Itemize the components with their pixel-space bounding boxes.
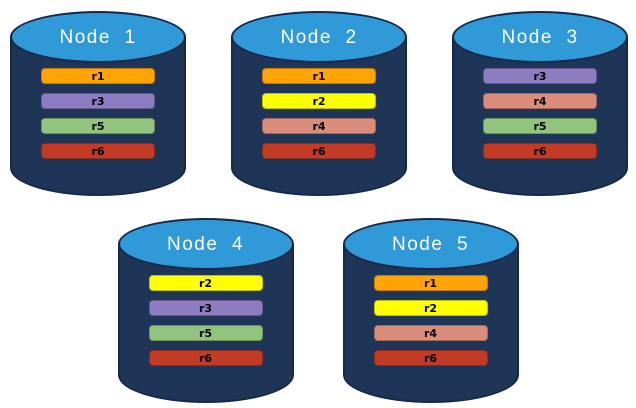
node-label: Node 4 <box>166 233 245 255</box>
replica-list: r3 r4 r5 r6 <box>452 68 628 159</box>
node-cylinder: Node 5 r1 r2 r4 r6 <box>342 218 519 403</box>
replica-label: r5 <box>533 119 547 133</box>
replica-label: r6 <box>91 144 105 158</box>
replica-list: r1 r3 r5 r6 <box>10 68 186 159</box>
cylinder-body <box>452 37 628 196</box>
replica-bar: r6 <box>262 143 376 159</box>
replica-bar: r2 <box>148 275 263 291</box>
node-cylinder: Node 3 r3 r4 r5 r6 <box>452 11 628 196</box>
node-label: Node 5 <box>391 233 470 255</box>
row-bottom: Node 4 r2 r3 r5 r6 Node 5 r1 r2 r <box>0 218 636 403</box>
replica-label: r5 <box>91 119 105 133</box>
replica-bar: r2 <box>262 93 376 109</box>
row-top: Node 1 r1 r3 r5 r6 Node 2 r1 r2 r <box>10 11 628 196</box>
replica-label: r4 <box>533 94 547 108</box>
replica-bar: r3 <box>41 93 155 109</box>
replica-label: r4 <box>423 326 438 340</box>
cylinder-body <box>342 244 519 403</box>
replica-label: r3 <box>198 301 213 315</box>
node-label: Node 3 <box>501 26 579 48</box>
replica-label: r2 <box>423 301 438 315</box>
cylinder-top-ellipse: Node 4 <box>117 218 294 270</box>
replica-bar: r4 <box>483 93 597 109</box>
cylinder-body <box>117 244 294 403</box>
replica-label: r4 <box>312 119 326 133</box>
replica-bar: r5 <box>41 118 155 134</box>
replica-bar: r4 <box>373 325 488 341</box>
node-label: Node 1 <box>59 26 137 48</box>
replica-bar: r4 <box>262 118 376 134</box>
replica-label: r1 <box>312 69 326 83</box>
replica-bar: r1 <box>373 275 488 291</box>
replica-list: r1 r2 r4 r6 <box>231 68 407 159</box>
replica-bar: r1 <box>262 68 376 84</box>
replica-label: r3 <box>533 69 547 83</box>
node-cylinder: Node 1 r1 r3 r5 r6 <box>10 11 186 196</box>
replica-bar: r5 <box>148 325 263 341</box>
replica-bar: r6 <box>41 143 155 159</box>
replica-label: r3 <box>91 94 105 108</box>
node-cylinder: Node 4 r2 r3 r5 r6 <box>117 218 294 403</box>
replica-bar: r6 <box>148 350 263 366</box>
replica-label: r2 <box>312 94 326 108</box>
replica-bar: r3 <box>148 300 263 316</box>
replica-list: r1 r2 r4 r6 <box>343 275 519 366</box>
replica-list: r2 r3 r5 r6 <box>118 275 294 366</box>
replica-label: r5 <box>198 326 213 340</box>
cylinder-top-ellipse: Node 2 <box>231 11 407 63</box>
replica-bar: r5 <box>483 118 597 134</box>
replica-bar: r1 <box>41 68 155 84</box>
replica-label: r1 <box>423 276 438 290</box>
cylinder-top-ellipse: Node 5 <box>342 218 519 270</box>
replica-bar: r6 <box>373 350 488 366</box>
replica-label: r6 <box>198 351 213 365</box>
cylinder-top-ellipse: Node 1 <box>10 11 186 63</box>
replica-label: r6 <box>312 144 326 158</box>
replica-label: r6 <box>423 351 438 365</box>
cylinder-top-ellipse: Node 3 <box>452 11 628 63</box>
replica-bar: r6 <box>483 143 597 159</box>
node-cylinder: Node 2 r1 r2 r4 r6 <box>231 11 407 196</box>
replica-label: r1 <box>91 69 105 83</box>
replica-label: r6 <box>533 144 547 158</box>
replica-bar: r3 <box>483 68 597 84</box>
cylinder-body <box>231 37 407 196</box>
replica-bar: r2 <box>373 300 488 316</box>
replica-label: r2 <box>198 276 213 290</box>
cylinder-body <box>10 37 186 196</box>
node-label: Node 2 <box>280 26 358 48</box>
